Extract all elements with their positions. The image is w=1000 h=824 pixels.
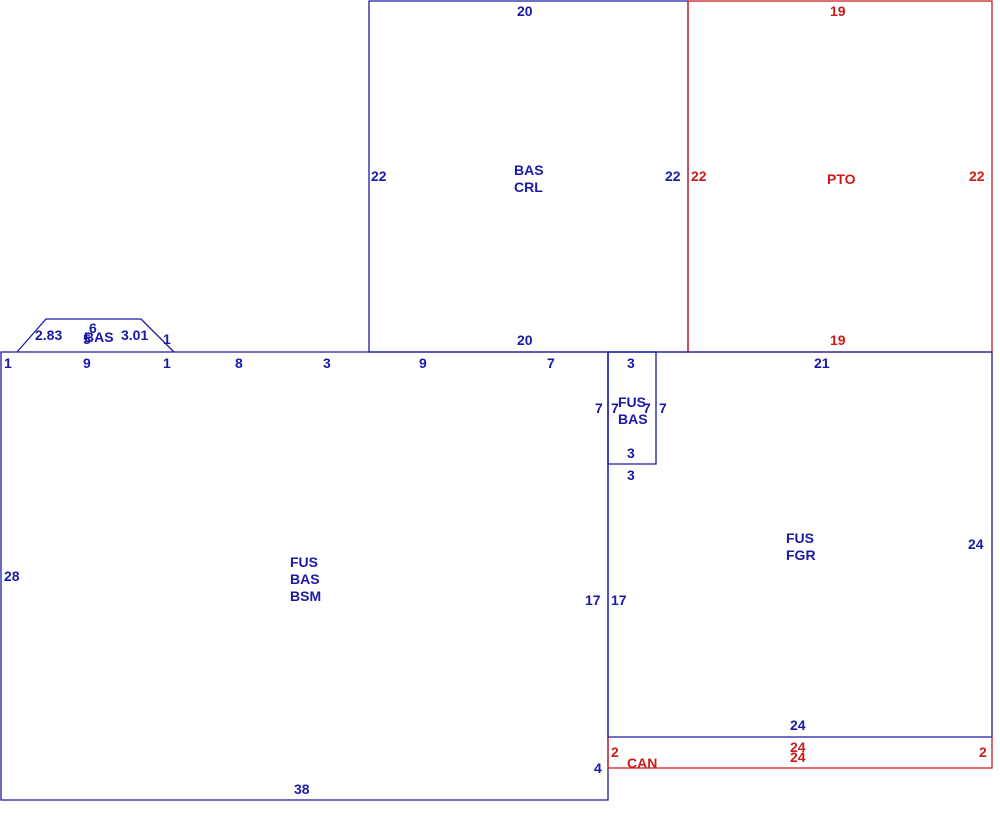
canopy-dim-top: 24 bbox=[790, 739, 806, 755]
bay-dim-right-slope: 3.01 bbox=[121, 327, 148, 343]
small-section-dim-top: 3 bbox=[627, 355, 635, 371]
small-section-dim-bottom: 3 bbox=[627, 445, 635, 461]
main-house-label-3: BSM bbox=[290, 588, 321, 604]
crawl-dim-top: 20 bbox=[517, 3, 533, 19]
porch-dim-right: 22 bbox=[969, 168, 985, 184]
main-house-label-2: BAS bbox=[290, 571, 320, 587]
small-section-dim-below: 3 bbox=[627, 467, 635, 483]
canopy-dim-left: 2 bbox=[611, 744, 619, 760]
small-section-dim-right: 7 bbox=[659, 400, 667, 416]
porch-label: PTO bbox=[827, 171, 856, 187]
small-section-dim-left-inner: 7 bbox=[611, 400, 619, 416]
small-section-dim-left: 7 bbox=[595, 400, 603, 416]
main-house-label-1: FUS bbox=[290, 554, 318, 570]
bay-window-outline bbox=[16, 318, 175, 353]
top-edge-dim-7: 7 bbox=[547, 355, 555, 371]
garage-dim-top: 21 bbox=[814, 355, 830, 371]
top-edge-dim-4: 8 bbox=[235, 355, 243, 371]
bay-dim-top: 6 bbox=[89, 320, 97, 336]
porch-dim-bottom: 19 bbox=[830, 332, 846, 348]
bay-dim-inner: 5 bbox=[83, 331, 91, 347]
crawl-dim-bottom: 20 bbox=[517, 332, 533, 348]
canopy-outline bbox=[607, 737, 993, 769]
bay-dim-left-slope: 2.83 bbox=[35, 327, 62, 343]
garage-dim-bottom: 24 bbox=[790, 717, 806, 733]
small-section-outline bbox=[607, 351, 657, 465]
main-house-dim-right-lower: 4 bbox=[594, 760, 602, 776]
porch-dim-left: 22 bbox=[691, 168, 707, 184]
top-edge-dim-1: 1 bbox=[4, 355, 12, 371]
garage-dim-right: 24 bbox=[968, 536, 984, 552]
crawl-label-1: BAS bbox=[514, 162, 544, 178]
small-section-label-2: BAS bbox=[618, 411, 648, 427]
top-edge-dim-3: 1 bbox=[163, 355, 171, 371]
small-section-dim-right-inner: 7 bbox=[643, 400, 651, 416]
small-section-label-1: FUS bbox=[618, 394, 646, 410]
garage-label-1: FUS bbox=[786, 530, 814, 546]
main-house-dim-left: 28 bbox=[4, 568, 20, 584]
main-house-dim-bottom: 38 bbox=[294, 781, 310, 797]
garage-dim-left: 17 bbox=[611, 592, 627, 608]
bay-label: BAS bbox=[84, 329, 114, 345]
canopy-dim-right: 2 bbox=[979, 744, 987, 760]
top-edge-dim-6: 9 bbox=[419, 355, 427, 371]
bay-dim-right-end: 1 bbox=[163, 331, 171, 347]
main-house-dim-right-mid: 17 bbox=[585, 592, 601, 608]
crawl-dim-left: 22 bbox=[371, 168, 387, 184]
garage-label-2: FGR bbox=[786, 547, 816, 563]
top-edge-dim-5: 3 bbox=[323, 355, 331, 371]
porch-dim-top: 19 bbox=[830, 3, 846, 19]
crawl-label-2: CRL bbox=[514, 179, 543, 195]
canopy-label: CAN bbox=[627, 755, 657, 771]
top-edge-dim-2: 9 bbox=[83, 355, 91, 371]
canopy-dim-bottom: 24 bbox=[790, 749, 806, 765]
crawl-dim-right: 22 bbox=[665, 168, 681, 184]
